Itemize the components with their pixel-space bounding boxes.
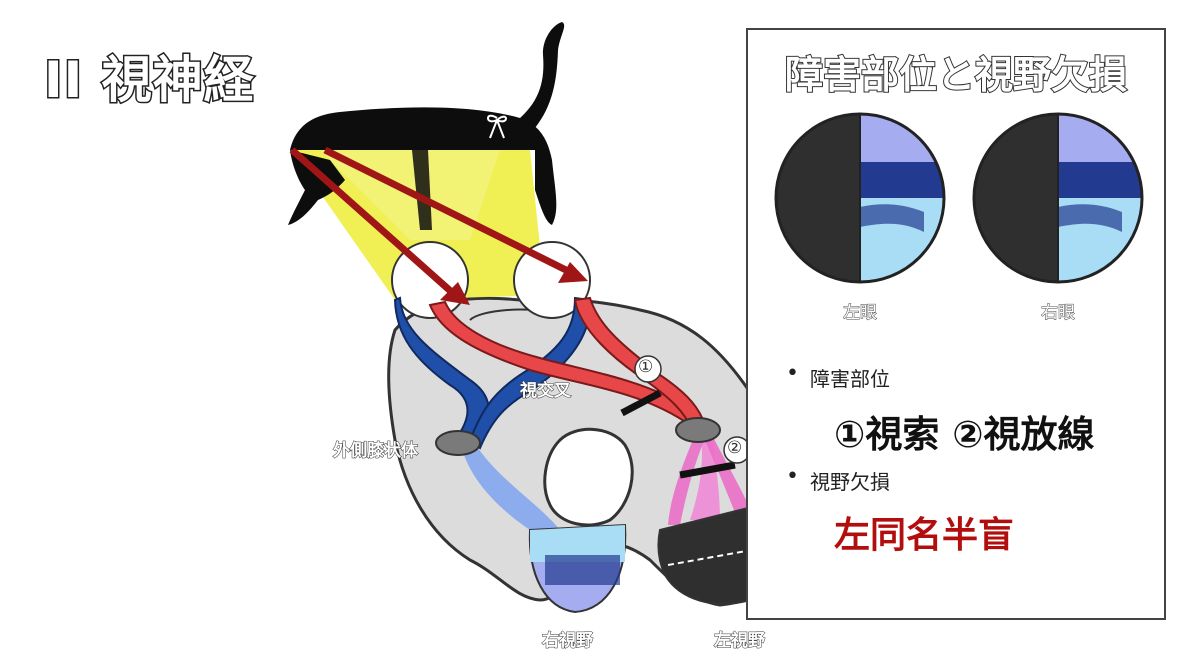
lesion-site-text: ①視索 ②視放線 [834, 413, 1095, 456]
field-defect-text: 左同名半盲 [834, 515, 1015, 556]
lesion-2-marker [679, 461, 736, 479]
right-eye-field [972, 112, 1144, 284]
defect-heading: 視野欠損 [786, 464, 890, 495]
panel-title: 障害部位と視野欠損 [784, 52, 1128, 98]
lgn-right [435, 430, 481, 456]
label-chiasm: 視交叉 [520, 381, 572, 402]
lesion-summary-panel: 障害部位と視野欠損 左眼 右眼 障害部位 ①視索 ②視放線 視野欠損 左同名半盲 [746, 28, 1166, 620]
left-eye-field [774, 112, 946, 284]
bow-icon [487, 114, 507, 139]
right-visual-field-cortex [528, 523, 627, 614]
site-heading: 障害部位 [786, 361, 890, 392]
label-lesion-1: ① [638, 357, 654, 377]
page-title: II 視神経 [43, 50, 256, 111]
label-lgn: 外側膝状体 [333, 441, 419, 462]
right-eye-label: 右眼 [1041, 303, 1076, 324]
light-ray-arrows [289, 146, 588, 305]
left-eye-label: 左眼 [843, 303, 878, 324]
label-lesion-2: ② [727, 438, 743, 458]
label-right-field: 右視野 [542, 631, 594, 652]
label-left-field: 左視野 [714, 631, 766, 652]
right-eyeball [513, 241, 591, 319]
lgn-left [675, 417, 721, 443]
lesion-1-marker [620, 389, 662, 417]
